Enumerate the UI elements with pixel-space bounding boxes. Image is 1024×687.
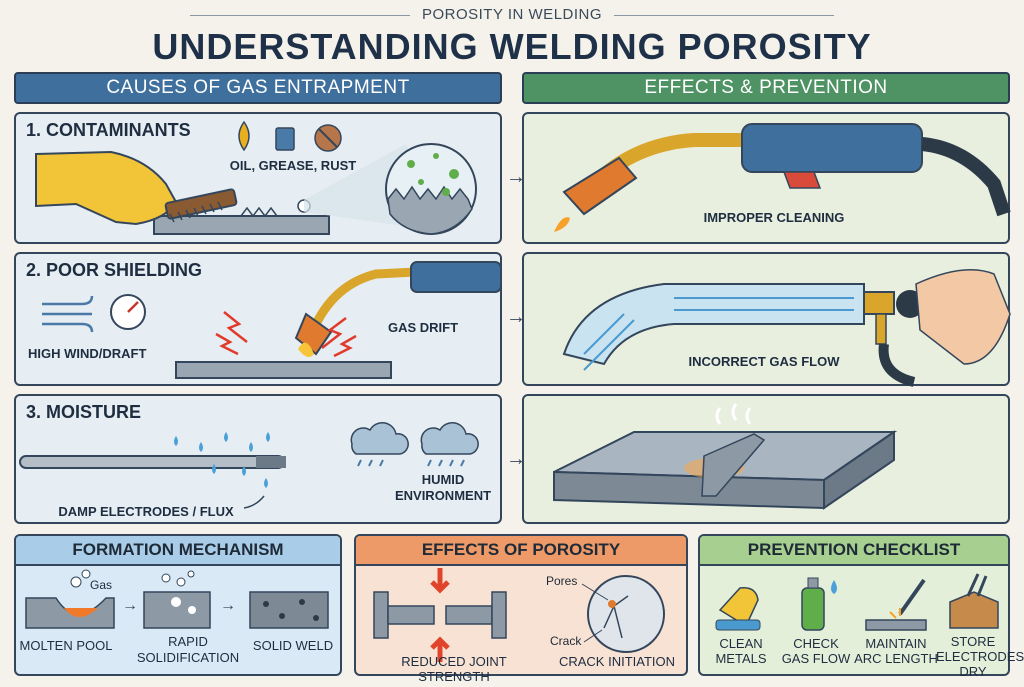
cause-contaminants-panel: 1. CONTAMINANTS OIL, GREASE, RUST (14, 112, 502, 244)
pores-label: Pores (546, 574, 578, 588)
effects-porosity-title: EFFECTS OF POROSITY (356, 536, 686, 566)
moisture-illustration (19, 422, 479, 509)
cloud-icon (350, 422, 409, 455)
store-electrodes-label: STORE ELECTRODES DRY (936, 634, 1024, 679)
effect-cleaning-panel: IMPROPER CLEANING (522, 112, 1011, 244)
rain-cloud-icon (420, 422, 479, 455)
humid-label: HUMID (421, 472, 465, 487)
maintain-text: MAINTAIN (865, 636, 927, 651)
page-kicker: POROSITY IN WELDING (0, 6, 1024, 23)
dry-text: DRY (959, 664, 987, 679)
causes-column-header: CAUSES OF GAS ENTRAPMENT (14, 72, 502, 104)
gas-flow-illustration (562, 269, 1011, 387)
contaminant-icons (238, 120, 342, 152)
formation-mechanism-panel: FORMATION MECHANISM → → Gas MOLTEN POOL … (14, 534, 342, 676)
oil-drop-icon (238, 120, 250, 152)
crack-label: Crack (550, 634, 582, 648)
shielding-illustration (42, 261, 502, 379)
formation-title: FORMATION MECHANISM (16, 536, 340, 566)
glove-icon (718, 587, 759, 628)
contaminants-label: OIL, GREASE, RUST (229, 158, 357, 173)
grease-can-icon (275, 127, 295, 151)
cause-contaminants-title: 1. CONTAMINANTS (26, 120, 191, 140)
environment-label: ENVIRONMENT (394, 488, 492, 503)
crack-initiation-label: CRACK INITIATION (558, 654, 676, 669)
glove-brush-illustration (35, 143, 477, 235)
molten-pool-label: MOLTEN POOL (19, 638, 113, 653)
effect-gasflow-panel: INCORRECT GAS FLOW (522, 252, 1011, 387)
electrodes-text: ELECTRODES (936, 649, 1024, 664)
maintain-arc-label: MAINTAIN ARC LENGTH (854, 636, 938, 666)
improper-cleaning-label: IMPROPER CLEANING (703, 210, 845, 225)
drop-icon (831, 580, 837, 594)
damp-electrodes-label: DAMP ELECTRODES / FLUX (58, 504, 234, 519)
prevention-checklist-panel: PREVENTION CHECKLIST CLEAN METALS CHECK … (698, 534, 1024, 679)
effects-porosity-diagram (373, 568, 665, 662)
gas-flow-text: GAS FLOW (781, 651, 851, 666)
checklist-title: PREVENTION CHECKLIST (700, 536, 1008, 566)
arrow-right-icon: → (506, 166, 526, 188)
metals-text: METALS (715, 651, 767, 666)
arc-plate-icon (865, 619, 927, 631)
effects-porosity-panel: EFFECTS OF POROSITY Pores Crack REDUCED … (354, 534, 688, 684)
formation-diagram: → → (25, 569, 329, 629)
store-text: STORE (950, 634, 996, 649)
weld-plate-illustration (553, 403, 898, 510)
effects-column-header: EFFECTS & PREVENTION (522, 72, 1010, 104)
effect-weld-panel (522, 394, 1010, 524)
checklist-icons (715, 573, 999, 631)
gas-label: Gas (90, 578, 113, 592)
gas-drift-label: GAS DRIFT (388, 320, 459, 335)
check-text: CHECK (793, 636, 839, 651)
gas-bottle-icon (801, 587, 825, 631)
incorrect-gas-flow-label: INCORRECT GAS FLOW (688, 354, 840, 369)
solidification-label: SOLIDIFICATION (136, 650, 240, 665)
svg-text:→: → (220, 597, 236, 614)
cause-moisture-panel: 3. MOISTURE DAMP ELECTRODES / FLUX HUMID… (14, 394, 502, 524)
arrow-right-icon: → (506, 448, 526, 470)
cause-shielding-panel: 2. POOR SHIELDING HIGH WIND/DRAFT GAS DR… (14, 252, 502, 386)
arrow-right-icon: → (506, 306, 526, 328)
high-wind-label: HIGH WIND/DRAFT (28, 346, 147, 361)
solid-weld-label: SOLID WELD (252, 638, 334, 653)
page-title: UNDERSTANDING WELDING POROSITY (152, 26, 872, 67)
torch-illustration (554, 123, 1011, 232)
cause-moisture-title: 3. MOISTURE (26, 402, 142, 422)
cause-shielding-title: 2. POOR SHIELDING (26, 260, 203, 280)
reduced-strength-label: REDUCED JOINT STRENGTH (401, 654, 507, 684)
check-gas-flow-label: CHECK GAS FLOW (778, 636, 854, 666)
storage-box-icon (949, 591, 999, 629)
rapid-label: RAPID (168, 634, 208, 649)
clean-text: CLEAN (719, 636, 763, 651)
arc-length-text: ARC LENGTH (854, 651, 938, 666)
wind-icon (42, 295, 94, 333)
svg-text:→: → (122, 597, 138, 614)
clean-metals-label: CLEAN METALS (706, 636, 776, 666)
